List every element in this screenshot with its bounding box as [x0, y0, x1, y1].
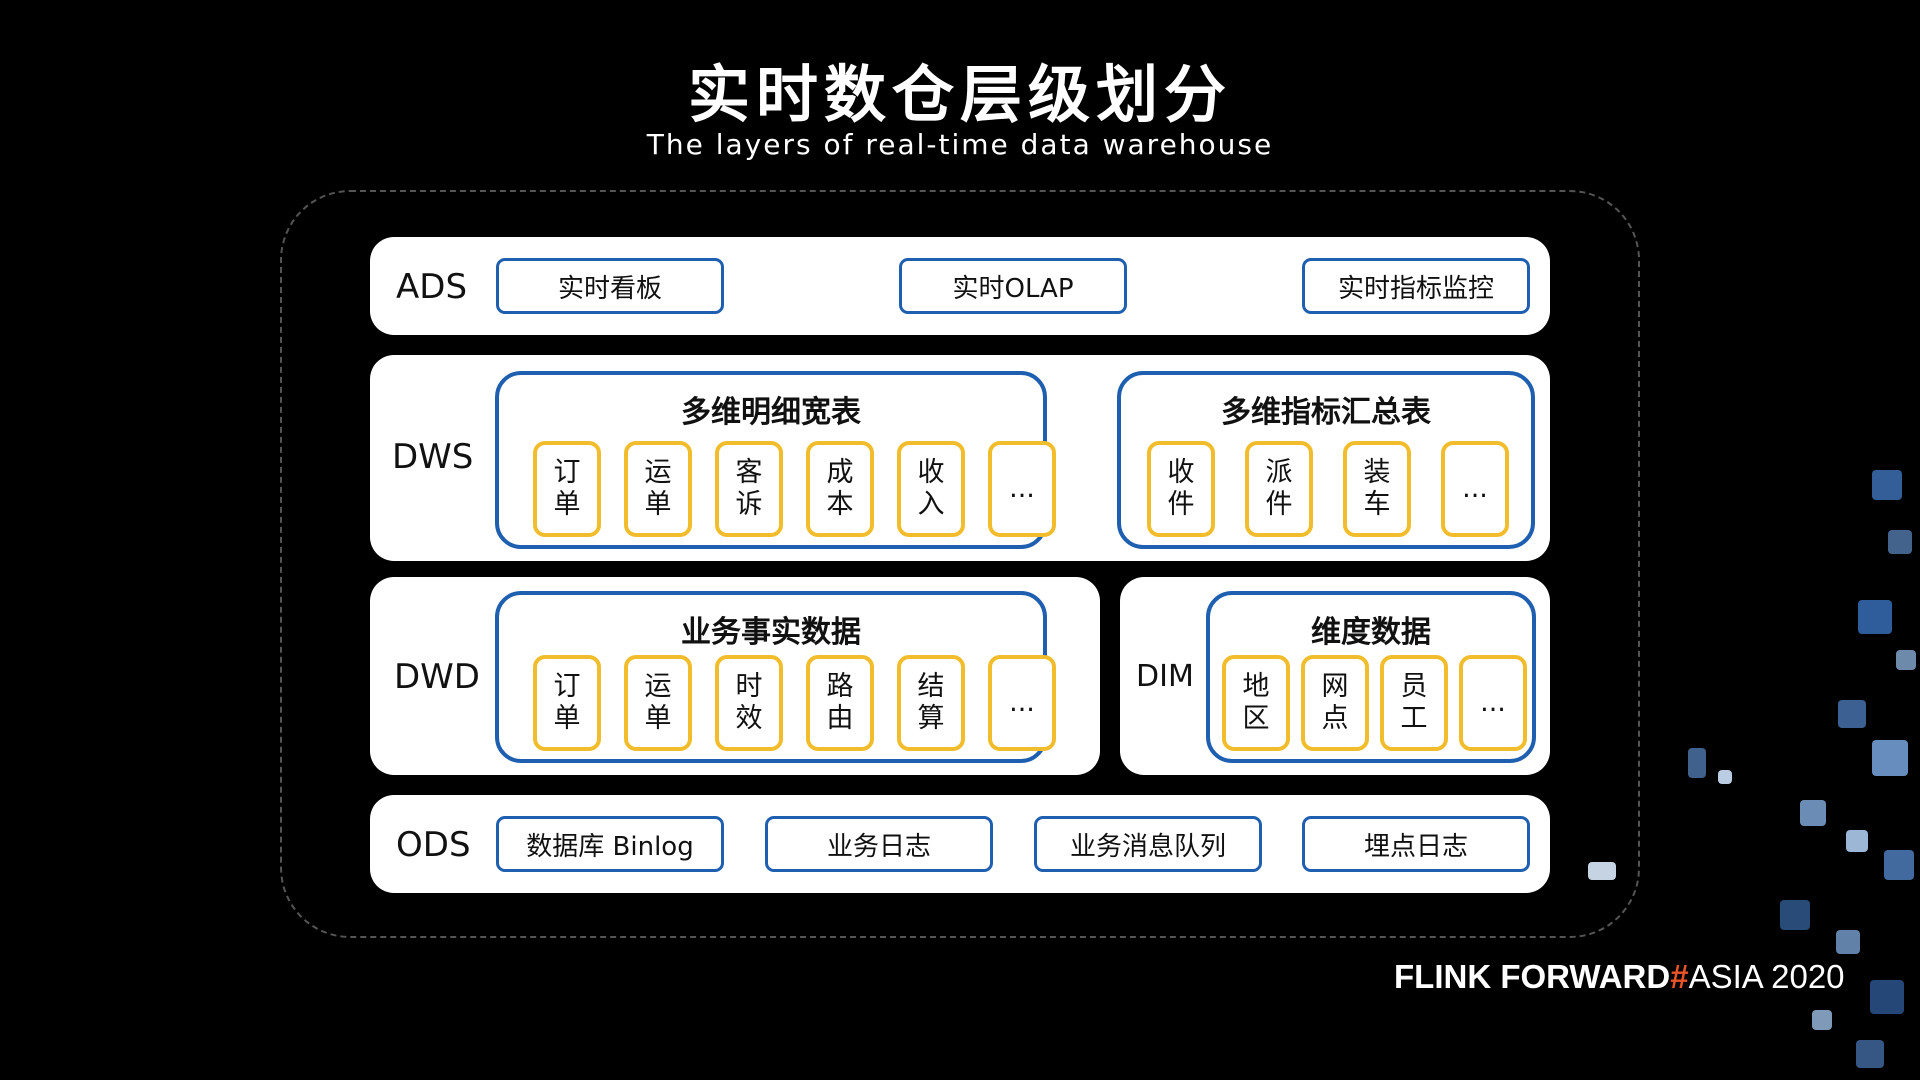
dwd-group-facts-title: 业务事实数据	[681, 615, 861, 650]
cube-decoration	[1838, 700, 1866, 728]
dws-group-detail-title: 多维明细宽表	[681, 395, 861, 430]
cube-decoration	[1718, 770, 1732, 784]
warehouse-frame	[280, 190, 1640, 938]
dwd-fact-item: 时效	[715, 655, 783, 751]
ads-item-olap: 实时OLAP	[899, 258, 1127, 314]
cube-decoration	[1872, 470, 1902, 500]
ads-item-monitor: 实时指标监控	[1302, 258, 1530, 314]
cube-decoration	[1888, 530, 1912, 554]
page-title: 实时数仓层级划分	[687, 58, 1232, 131]
dim-item: 员工	[1380, 655, 1448, 751]
dws-summary-item: ...	[1441, 441, 1509, 537]
ads-label: ADS	[396, 267, 468, 307]
brand-forward: FORWARD	[1500, 958, 1671, 995]
ods-item-tracking-log: 埋点日志	[1302, 816, 1530, 872]
dim-item: 网点	[1301, 655, 1369, 751]
dws-summary-item: 收件	[1147, 441, 1215, 537]
ods-layer: ODS 数据库 Binlog 业务日志 业务消息队列 埋点日志	[370, 795, 1550, 893]
dim-label: DIM	[1136, 659, 1194, 694]
dws-detail-item: 订单	[533, 441, 601, 537]
brand-asia: ASIA 2020	[1688, 958, 1845, 995]
ads-item-dashboard: 实时看板	[496, 258, 724, 314]
dim-group-dimensions: 维度数据 地区 网点 员工 ...	[1206, 591, 1536, 763]
dwd-fact-item: ...	[988, 655, 1056, 751]
dwd-group-facts: 业务事实数据 订单 运单 时效 路由 结算 ...	[495, 591, 1056, 763]
dws-group-detail: 多维明细宽表 订单 运单 客诉 成本 收入 ...	[495, 371, 1056, 549]
cube-decoration	[1884, 850, 1914, 880]
cube-decoration	[1858, 600, 1892, 634]
dwd-layer: DWD 业务事实数据 订单 运单 时效 路由 结算 ...	[370, 577, 1100, 775]
cube-decoration	[1588, 862, 1616, 880]
dwd-fact-item: 订单	[533, 655, 601, 751]
dws-detail-item: 成本	[806, 441, 874, 537]
cube-decoration	[1872, 740, 1908, 776]
dws-summary-item: 派件	[1245, 441, 1313, 537]
dim-item: ...	[1459, 655, 1527, 751]
dim-layer: DIM 维度数据 地区 网点 员工 ...	[1120, 577, 1550, 775]
dwd-fact-item: 运单	[624, 655, 692, 751]
dim-item: 地区	[1222, 655, 1290, 751]
dws-group-summary: 多维指标汇总表 收件 派件 装车 ...	[1117, 371, 1535, 549]
cube-decoration	[1812, 1010, 1832, 1030]
ods-item-business-log: 业务日志	[765, 816, 993, 872]
cube-decoration	[1870, 980, 1904, 1014]
dwd-fact-item: 路由	[806, 655, 874, 751]
cube-decoration	[1688, 748, 1706, 778]
dws-detail-item: 客诉	[715, 441, 783, 537]
page-subtitle: The layers of real-time data warehouse	[646, 128, 1274, 161]
dws-detail-item: ...	[988, 441, 1056, 537]
cube-decoration	[1836, 930, 1860, 954]
cube-decoration	[1780, 900, 1810, 930]
dws-detail-item: 收入	[897, 441, 965, 537]
cube-decoration	[1800, 800, 1826, 826]
dws-detail-item: 运单	[624, 441, 692, 537]
ads-layer: ADS 实时看板 实时OLAP 实时指标监控	[370, 237, 1550, 335]
cube-decoration	[1896, 650, 1916, 670]
dws-layer: DWS 多维明细宽表 订单 运单 客诉 成本 收入 ... 多维指标汇总表 收件…	[370, 355, 1550, 561]
dws-group-summary-title: 多维指标汇总表	[1221, 395, 1431, 430]
ods-label: ODS	[396, 825, 471, 865]
ods-item-binlog: 数据库 Binlog	[496, 816, 724, 872]
dim-group-title: 维度数据	[1311, 615, 1431, 650]
cube-decoration	[1856, 1040, 1884, 1068]
dwd-fact-item: 结算	[897, 655, 965, 751]
ods-item-message-queue: 业务消息队列	[1034, 816, 1262, 872]
dwd-label: DWD	[394, 657, 480, 697]
brand-flink: FLINK	[1394, 958, 1492, 995]
dws-summary-item: 装车	[1343, 441, 1411, 537]
flink-forward-logo: FLINK FORWARD#ASIA 2020	[1394, 958, 1845, 996]
cube-decoration	[1846, 830, 1868, 852]
dws-label: DWS	[392, 437, 474, 477]
brand-hash: #	[1670, 958, 1689, 995]
